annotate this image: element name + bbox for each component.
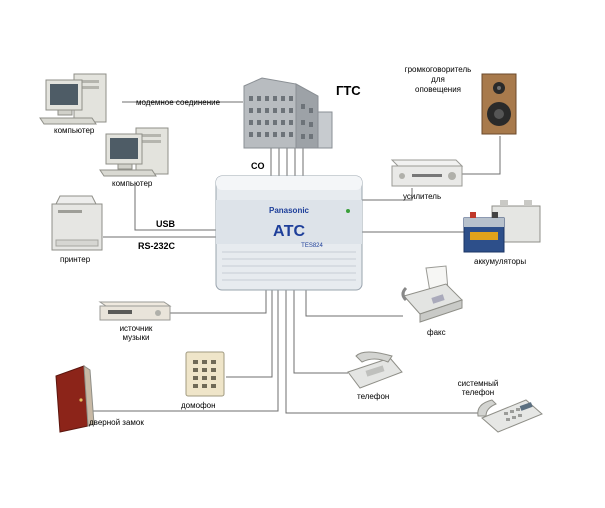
fax-icon (401, 265, 463, 323)
pbx-unit: Panasonic АТС TES824 (215, 175, 363, 291)
wire-fax (305, 290, 403, 317)
amplifier-icon (390, 159, 464, 187)
amplifier-label: усилитель (403, 192, 441, 201)
batteries-label: аккумуляторы (474, 257, 526, 266)
loudspeaker-icon (481, 73, 517, 135)
pbx-top (216, 176, 362, 190)
pbx-panel (216, 200, 362, 244)
modem-label: модемное соединение (136, 98, 221, 107)
music-label-1: источник (120, 324, 153, 333)
speaker-label-2: для (431, 75, 445, 84)
wire-speaker (462, 136, 501, 175)
connection-wires (91, 101, 501, 414)
intercom-label: домофон (181, 401, 216, 410)
city-building-icon (243, 77, 333, 149)
system-telephone-icon (477, 399, 543, 433)
wire-music (170, 290, 267, 314)
wire-door (91, 290, 279, 412)
desktop-computer-icon (39, 73, 107, 125)
intercom-icon (185, 351, 225, 397)
pbx-title: АТС (273, 223, 306, 240)
desktop-computer-icon (99, 127, 169, 177)
fax-label: факс (427, 328, 446, 337)
wire-usb (134, 185, 216, 231)
pbx-model: TES824 (301, 243, 323, 249)
wire-amplifier (362, 188, 413, 201)
co-label: CO (251, 161, 265, 171)
wire-system-phone (285, 290, 480, 414)
computer2-label: компьютер (112, 179, 153, 188)
music-label-2: музыки (123, 333, 150, 342)
usb-label: USB (156, 219, 176, 229)
door-icon (55, 365, 95, 433)
pbx-vents (222, 251, 356, 281)
wire-intercom (226, 290, 273, 378)
printer-label: принтер (60, 255, 91, 264)
system-phone-label-2: телефон (462, 388, 494, 397)
battery-icon (463, 200, 541, 253)
computer1-label: компьютер (54, 126, 95, 135)
door-lock-label: дверной замок (89, 418, 144, 427)
system-phone-label-1: системный (458, 379, 499, 388)
pbx-brand: Panasonic (269, 206, 310, 215)
pbx-led-icon (346, 209, 350, 213)
speaker-label-3: оповещения (415, 85, 461, 94)
speaker-label-1: громкоговоритель (405, 65, 472, 74)
telephone-icon (347, 351, 403, 389)
gts-label: ГТС (336, 83, 361, 98)
phone-label: телефон (357, 392, 389, 401)
printer-icon (51, 195, 103, 251)
music-player-icon (98, 301, 172, 321)
wire-phone (293, 290, 348, 374)
rs232-label: RS-232C (138, 241, 176, 251)
